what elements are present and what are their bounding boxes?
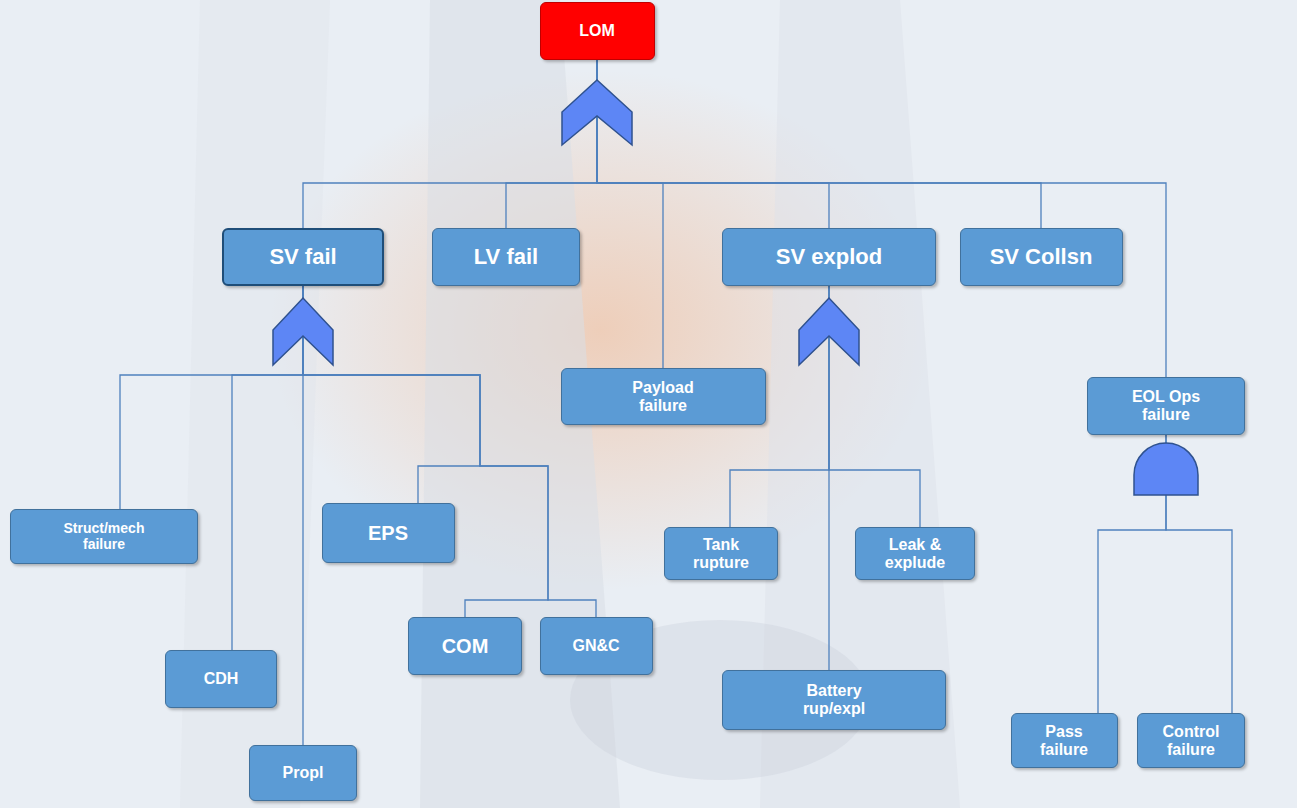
fault-connector bbox=[597, 60, 1166, 377]
event-box: GN&C bbox=[540, 617, 653, 675]
event-box: LV fail bbox=[432, 228, 580, 286]
event-label: Battery rup/expl bbox=[784, 682, 884, 717]
event-box: Tank rupture bbox=[664, 527, 778, 580]
event-label: CDH bbox=[204, 670, 239, 688]
event-label: SV explod bbox=[776, 245, 882, 269]
event-box: Leak & explude bbox=[855, 527, 975, 580]
event-label: Tank rupture bbox=[681, 536, 761, 571]
event-label: SV Collsn bbox=[990, 245, 1093, 269]
fault-connector bbox=[303, 286, 548, 617]
event-box: SV fail bbox=[222, 228, 384, 286]
event-box: Payload failure bbox=[561, 368, 766, 425]
event-box: Pass failure bbox=[1011, 713, 1118, 768]
event-box: COM bbox=[408, 617, 522, 675]
event-label: EPS bbox=[368, 522, 408, 544]
event-label: LOM bbox=[579, 22, 615, 40]
event-box: EPS bbox=[322, 503, 455, 563]
fault-connector bbox=[303, 286, 480, 503]
event-box: SV Collsn bbox=[960, 228, 1123, 286]
and-gate bbox=[1134, 443, 1198, 495]
event-label: COM bbox=[442, 635, 489, 657]
event-label: Control failure bbox=[1151, 723, 1231, 758]
or-gate bbox=[799, 298, 859, 365]
fault-connector bbox=[120, 286, 303, 509]
event-box: Struct/mech failure bbox=[10, 509, 198, 564]
fault-connector bbox=[506, 60, 597, 228]
event-box: Control failure bbox=[1137, 713, 1245, 768]
top-event-box: LOM bbox=[540, 2, 655, 60]
fault-connector bbox=[597, 60, 1041, 228]
event-box: SV explod bbox=[722, 228, 936, 286]
event-label: Payload failure bbox=[618, 379, 708, 414]
event-label: Leak & explude bbox=[865, 536, 965, 571]
event-box: EOL Ops failure bbox=[1087, 377, 1245, 435]
event-label: EOL Ops failure bbox=[1116, 388, 1216, 423]
or-gate bbox=[273, 298, 333, 365]
fault-connector bbox=[303, 60, 597, 228]
event-box: CDH bbox=[165, 650, 277, 708]
event-label: GN&C bbox=[572, 637, 619, 655]
fault-connector bbox=[828, 286, 829, 670]
event-label: Struct/mech failure bbox=[49, 521, 159, 552]
event-label: Pass failure bbox=[1029, 723, 1099, 758]
event-label: Propl bbox=[283, 764, 324, 782]
event-box: Propl bbox=[249, 745, 357, 801]
event-label: SV fail bbox=[269, 245, 336, 269]
or-gate bbox=[562, 80, 632, 145]
fault-connector bbox=[303, 286, 596, 617]
event-label: LV fail bbox=[474, 245, 538, 269]
event-box: Battery rup/expl bbox=[722, 670, 946, 730]
